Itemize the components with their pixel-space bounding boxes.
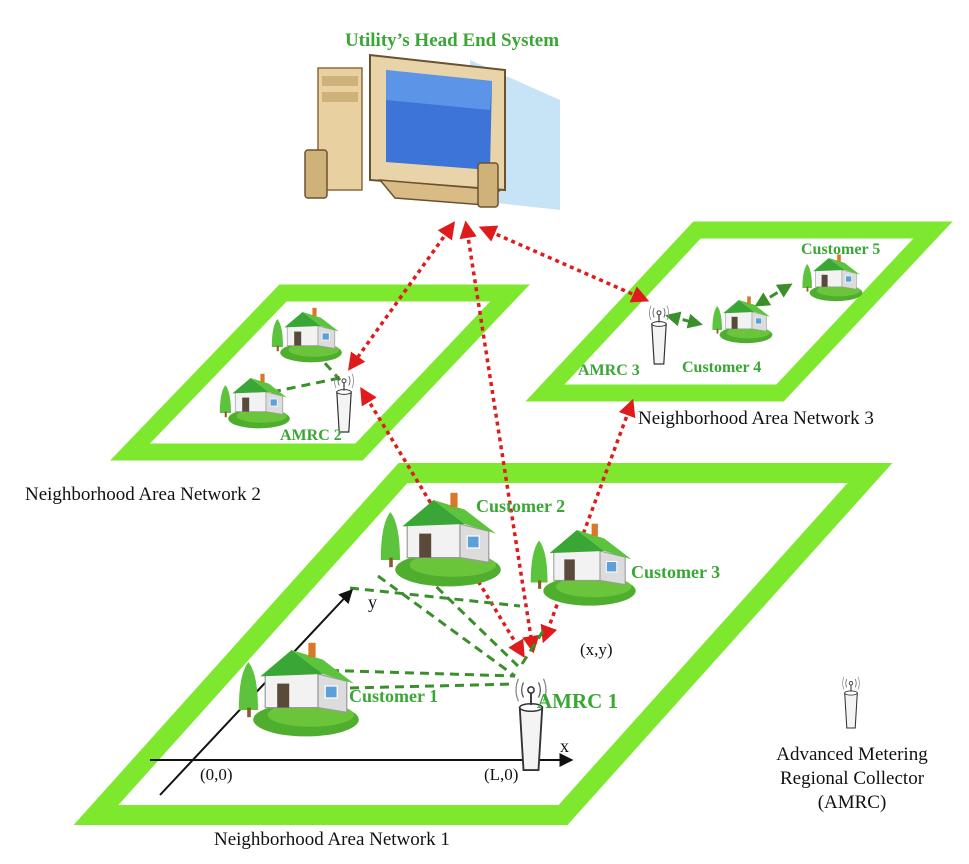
amrc2-label: AMRC 2	[280, 427, 342, 444]
origin-label: (0,0)	[200, 765, 233, 784]
nan3-label: Neighborhood Area Network 3	[638, 408, 874, 429]
house-icon-customer5	[802, 254, 863, 302]
nan2-label: Neighborhood Area Network 2	[25, 484, 261, 505]
customer4-label: Customer 4	[682, 359, 761, 376]
xy-point-label: (x,y)	[580, 640, 613, 659]
legend-line-1: Advanced Metering	[776, 744, 928, 765]
amrc-legend-icon	[842, 676, 860, 729]
x-axis-label: x	[560, 736, 569, 756]
amrc3-label: AMRC 3	[578, 362, 640, 379]
nan1-frame	[73, 463, 893, 825]
amrc-icon-2	[333, 373, 355, 433]
l-point-label: (L,0)	[484, 765, 518, 784]
nan3-frame	[525, 221, 953, 402]
computer-icon	[304, 53, 560, 210]
y-axis-label: y	[368, 592, 377, 612]
customer2-label: Customer 2	[476, 496, 565, 516]
nan1-label: Neighborhood Area Network 1	[214, 829, 450, 850]
house-icon-nan2-top	[271, 307, 343, 363]
head-end-title: Utility’s Head End System	[345, 30, 559, 51]
house-icon-customer3	[530, 523, 637, 607]
link-head-amrc3	[478, 225, 650, 303]
house-icon-customer1	[238, 642, 360, 738]
customer5-label: Customer 5	[801, 241, 880, 258]
customer1-label: Customer 1	[349, 686, 438, 706]
link-head-amrc2	[347, 221, 456, 371]
house-icon-nan2-bottom	[219, 373, 291, 429]
amrc-icon-3	[648, 305, 670, 365]
amrc1-label: AMRC 1	[537, 689, 618, 713]
legend-line-2: Regional Collector	[780, 768, 925, 789]
legend-line-3: (AMRC)	[818, 792, 887, 813]
customer3-label: Customer 3	[631, 562, 720, 582]
house-icon-customer4	[712, 296, 773, 344]
